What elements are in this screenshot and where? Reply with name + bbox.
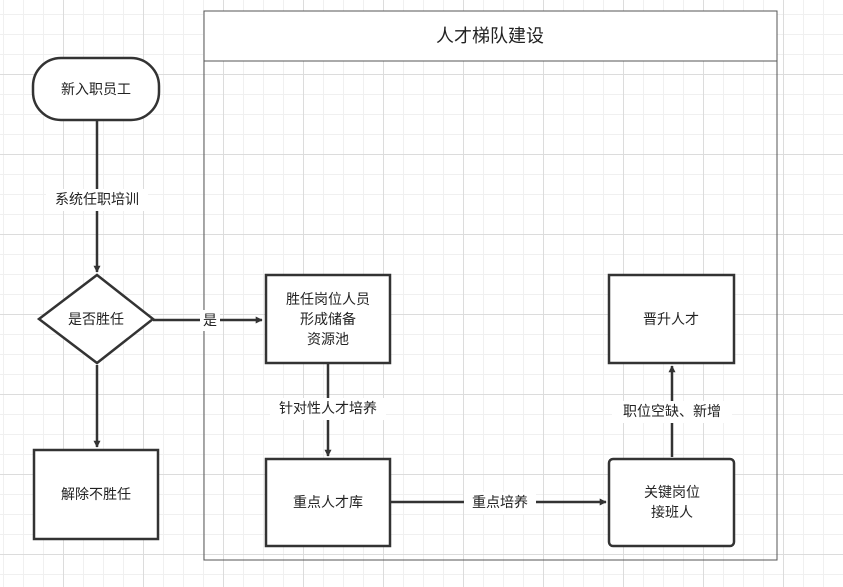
node-reserve-pool-line-1: 胜任岗位人员 [286,292,370,308]
swimlane-header [203,10,778,62]
node-reserve-pool[interactable]: 胜任岗位人员 形成储备 资源池 [264,273,392,365]
swimlane-container[interactable]: 人才梯队建设 [203,10,778,561]
node-decision-label: 是否胜任 [68,312,124,328]
edge-label-vacancy: 职位空缺、新增 [623,404,721,420]
node-new-employee-label: 新入职员工 [61,82,131,98]
node-promote-label: 晋升人才 [643,312,699,328]
node-reserve-pool-line-2: 形成储备 [300,311,356,328]
node-successor-line-2: 接班人 [651,504,693,521]
edge-label-key-training: 重点培养 [472,495,528,511]
edge-label-yes: 是 [203,313,217,329]
edge-label-training: 系统任职培训 [55,192,139,208]
edge-label-targeted: 针对性人才培养 [279,401,377,417]
node-new-employee[interactable]: 新入职员工 [31,56,161,122]
swimlane-title: 人才梯队建设 [436,26,544,47]
edge-labels: 系统任职培训 是 针对性人才培养 重点培养 职位空缺、新增 [46,189,732,514]
node-decision[interactable]: 是否胜任 [36,273,156,365]
node-dismiss-label: 解除不胜任 [61,487,131,503]
node-dismiss[interactable]: 解除不胜任 [32,448,160,541]
node-key-talent-pool-label: 重点人才库 [293,495,363,511]
node-reserve-pool-line-3: 资源池 [307,332,349,348]
node-successor-line-1: 关键岗位 [644,485,700,501]
node-successor[interactable]: 关键岗位 接班人 [607,457,736,548]
node-promote[interactable]: 晋升人才 [607,273,736,365]
node-key-talent-pool[interactable]: 重点人才库 [264,457,392,548]
